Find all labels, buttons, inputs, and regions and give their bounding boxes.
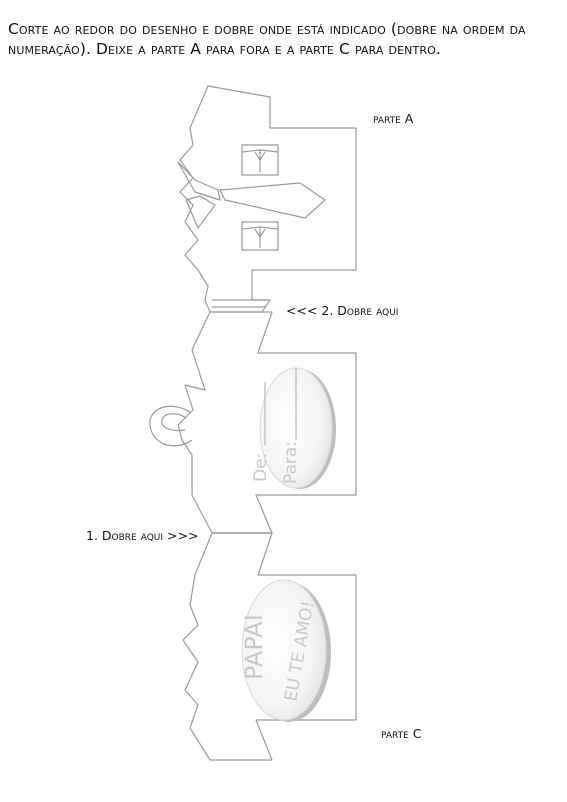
part-a-label: parte A	[373, 111, 414, 126]
tie-icon	[177, 161, 221, 201]
fold-1-label: 1. Dobre aqui >>>	[86, 528, 199, 543]
part-c-label: parte C	[381, 726, 422, 741]
pocket-icon	[241, 221, 279, 251]
fold-2-label: <<< 2. Dobre aqui	[286, 303, 399, 318]
from-label: De:	[251, 453, 271, 482]
message-oval	[241, 579, 331, 722]
pocket-icon	[241, 144, 279, 176]
instructions-text: Corte ao redor do desenho e dobre onde e…	[8, 20, 526, 58]
part-b-outline	[177, 311, 357, 534]
part-c-outline	[182, 532, 357, 761]
part-a-outline	[179, 85, 357, 313]
hanger-hook-icon	[149, 405, 193, 447]
to-label: Para:	[281, 441, 301, 484]
message-line1: PAPAI	[240, 614, 268, 680]
